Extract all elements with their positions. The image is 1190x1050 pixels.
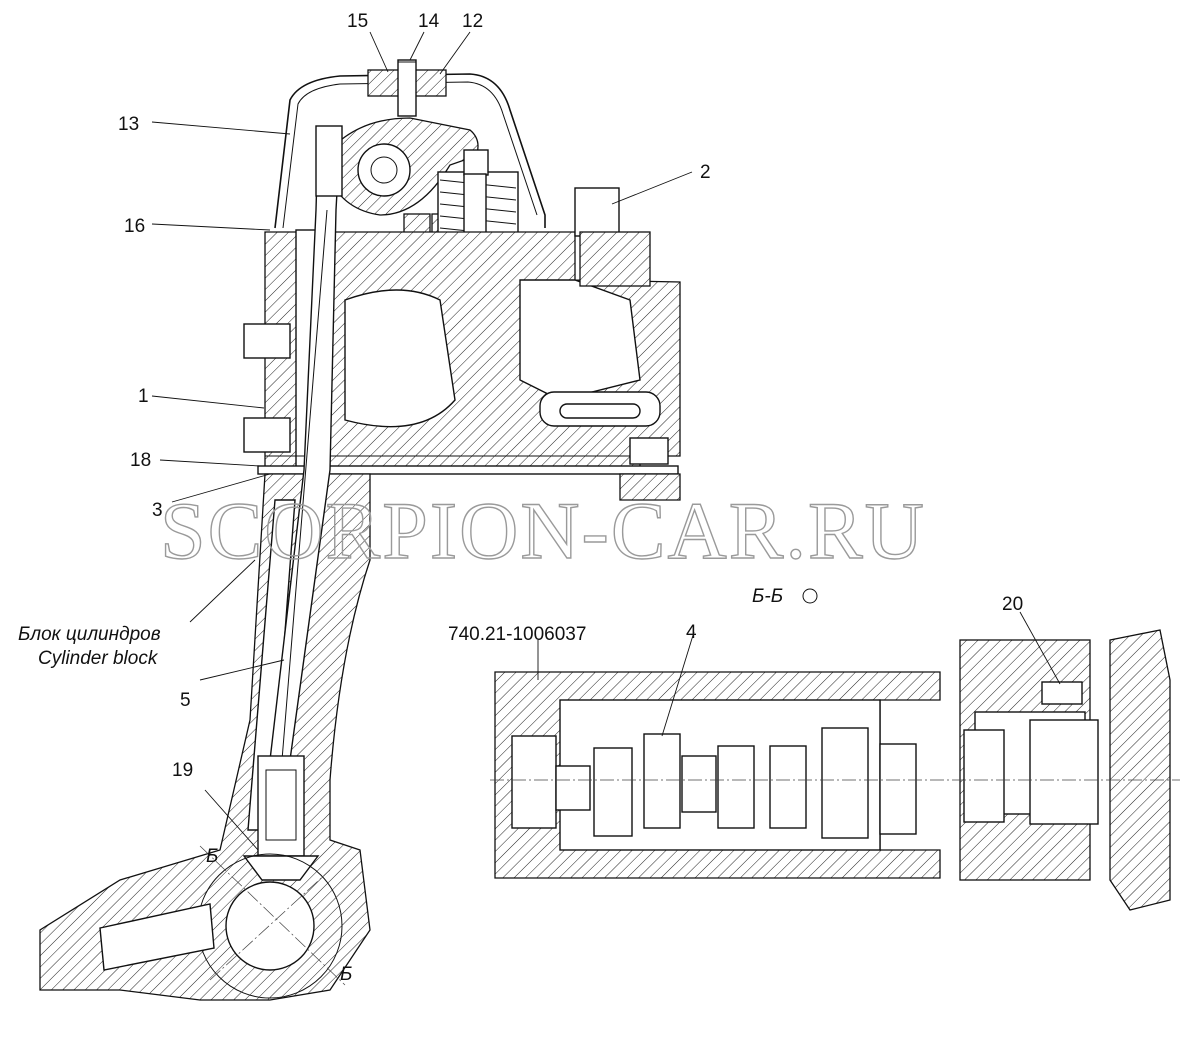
part-number: 740.21-1006037 xyxy=(448,624,586,645)
callout-19: 19 xyxy=(172,760,193,781)
leader-lines xyxy=(151,31,1061,851)
tappet xyxy=(242,755,320,881)
cylinder-block-label-en: Cylinder block xyxy=(38,648,159,669)
valve-cover xyxy=(274,59,546,229)
camshaft-section xyxy=(490,629,1180,911)
head-gasket xyxy=(257,465,679,475)
callout-20: 20 xyxy=(1002,594,1023,615)
callout-12: 12 xyxy=(462,11,483,32)
section-view-circle-icon xyxy=(802,588,818,604)
callout-14: 14 xyxy=(418,11,440,32)
callout-13: 13 xyxy=(118,114,139,135)
callout-1: 1 xyxy=(138,386,149,407)
callout-18: 18 xyxy=(130,450,151,471)
callout-3: 3 xyxy=(152,500,163,521)
section-title: Б-Б xyxy=(752,586,783,607)
callout-5: 5 xyxy=(180,690,191,711)
section-mark-a: Б xyxy=(206,846,218,867)
section-mark-b: Б xyxy=(340,964,352,985)
cylinder-head xyxy=(243,187,681,471)
camshaft-end-view xyxy=(99,845,346,999)
callout-16: 16 xyxy=(124,216,145,237)
callout-4: 4 xyxy=(686,622,697,643)
cylinder-block-label-ru: Блок цилиндров xyxy=(18,624,161,645)
watermark: SCORPION-CAR.RU xyxy=(160,485,926,576)
callout-15: 15 xyxy=(347,11,368,32)
callout-2: 2 xyxy=(700,162,711,183)
